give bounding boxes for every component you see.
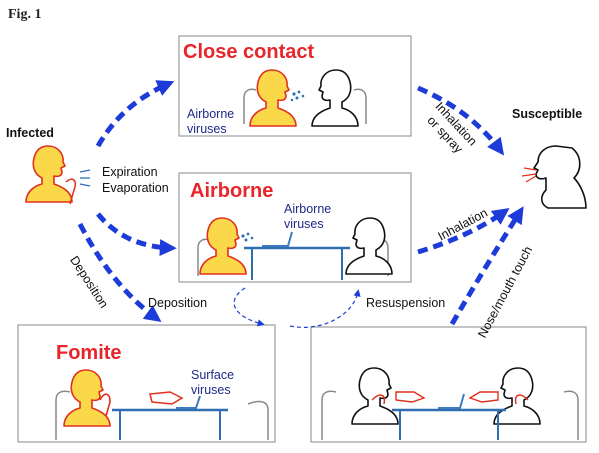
resuspension-scene — [321, 367, 579, 440]
figure-label: Fig. 1 — [8, 7, 42, 22]
resuspension-label: Resuspension — [366, 296, 446, 310]
hand-icon — [395, 391, 426, 403]
arrow-deposition — [77, 222, 162, 323]
laptop-icon — [176, 395, 201, 409]
arrow-to-close-contact — [95, 80, 175, 148]
fomite-scene — [55, 369, 269, 440]
expiration-label: Expiration — [102, 165, 158, 179]
close-contact-scene — [243, 69, 367, 127]
laptop-icon — [438, 393, 465, 409]
arrow-to-airborne — [96, 212, 177, 257]
arrow-nose-mouth-touch — [449, 206, 524, 326]
droplets-icon — [241, 232, 254, 242]
fomite-virus-label-1: Surface — [191, 368, 235, 382]
arrow-airborne-to-susceptible — [417, 208, 510, 255]
susceptible-label: Susceptible — [512, 107, 583, 121]
route-arrows — [77, 80, 524, 326]
touching-hand-icon — [149, 391, 184, 405]
deposition-label: Deposition — [148, 296, 208, 310]
droplets-icon — [290, 90, 305, 102]
hand-icon — [468, 391, 499, 403]
airborne-title: Airborne — [190, 180, 274, 202]
panel-fomite — [17, 324, 276, 443]
fomite-virus-label-2: viruses — [191, 383, 231, 397]
infected-person-icon — [25, 145, 91, 205]
susceptible-person-icon — [521, 145, 587, 209]
airborne-virus-label-1: Airborne — [284, 202, 332, 216]
arrow-close-to-susceptible — [417, 85, 505, 156]
close-contact-virus-label-1: Airborne — [187, 107, 235, 121]
fomite-title: Fomite — [56, 342, 122, 364]
airborne-scene — [197, 217, 393, 280]
close-contact-title: Close contact — [183, 41, 315, 63]
laptop-icon — [262, 231, 293, 247]
airborne-virus-label-2: viruses — [284, 217, 324, 231]
evaporation-label: Evaporation — [102, 181, 169, 195]
resuspension-loop — [233, 287, 361, 328]
infected-label: Infected — [6, 126, 54, 140]
hand-to-face-icon — [99, 393, 111, 417]
close-contact-virus-label-2: viruses — [187, 122, 227, 136]
